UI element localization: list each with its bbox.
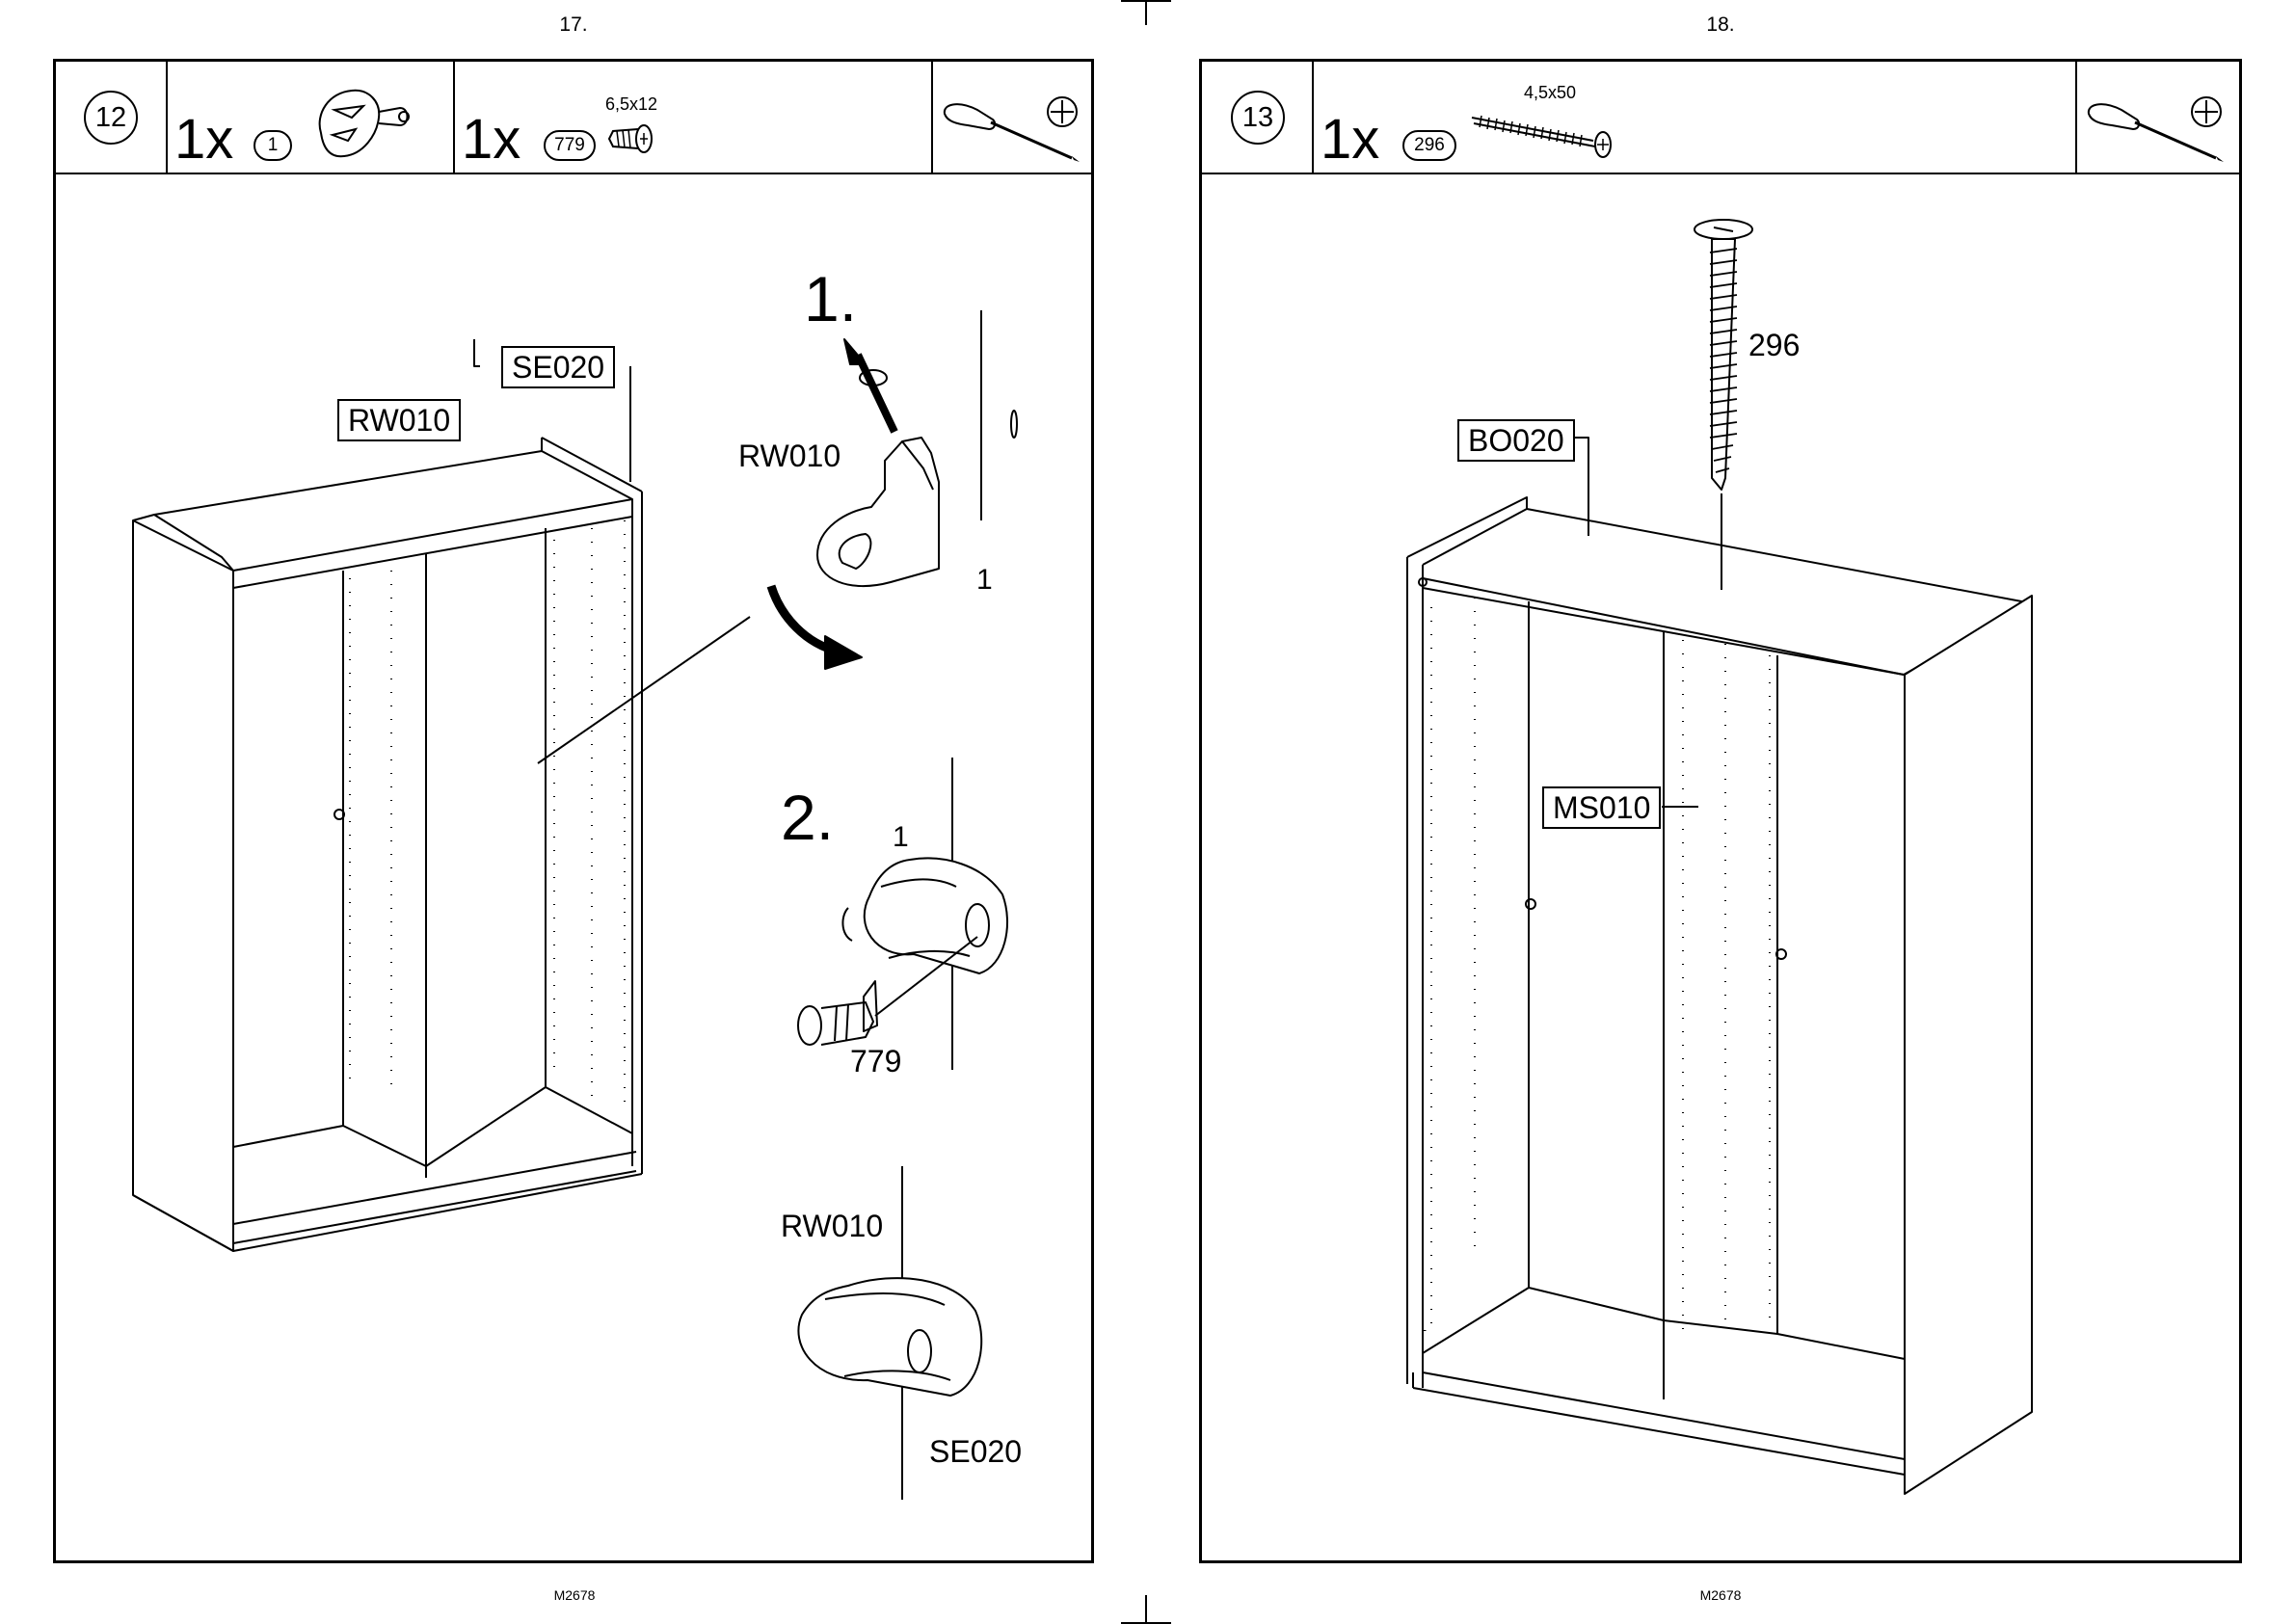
part-label-ms010: MS010 [1542, 786, 1661, 829]
part-label-bo020: BO020 [1457, 419, 1575, 462]
wardrobe-carcass-left [133, 339, 750, 1251]
step-1-marker: 1. [804, 262, 857, 335]
wardrobe-carcass-right [1407, 438, 2032, 1494]
se020-final-label: SE020 [929, 1434, 1022, 1470]
step-2-marker: 2. [781, 781, 834, 854]
screw-296-label: 296 [1748, 328, 1800, 363]
connector-detail-1 [771, 310, 1017, 669]
part-label-se020: SE020 [501, 346, 615, 388]
screw-779-label: 779 [850, 1044, 901, 1079]
long-screw-drawing [1695, 220, 1752, 590]
part-1-label: 1 [976, 564, 993, 597]
rw010-detail-label: RW010 [738, 439, 841, 474]
part-1-label: 1 [893, 821, 909, 854]
part-label-rw010: RW010 [337, 399, 461, 441]
rw010-final-label: RW010 [781, 1209, 883, 1244]
